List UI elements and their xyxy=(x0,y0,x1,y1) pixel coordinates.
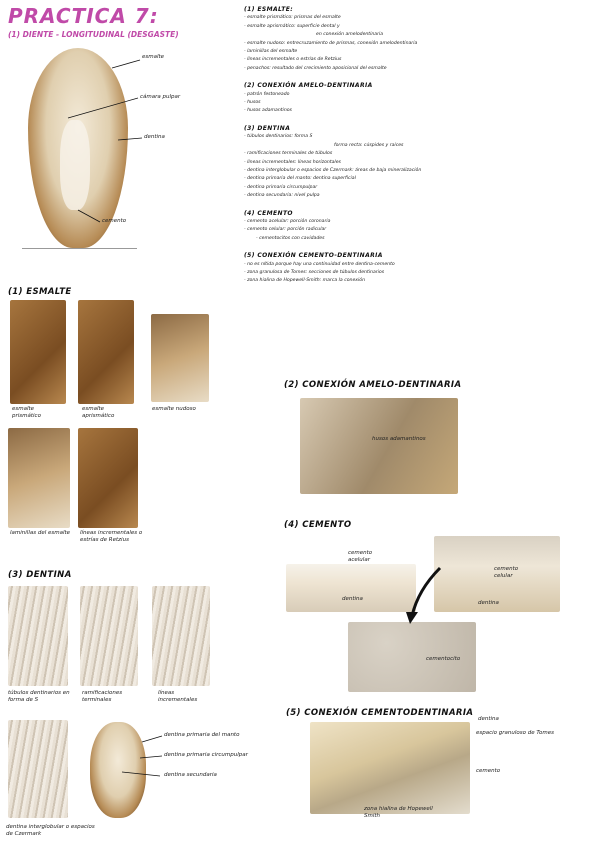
tooth-longitudinal-image xyxy=(20,40,140,250)
label-dentina-secundaria: dentina secundaria xyxy=(164,772,217,778)
notes-dentina-heading: (3) DENTINA xyxy=(244,124,291,132)
caption-esmalte-aprismatico: esmalte aprismático xyxy=(82,406,115,419)
caption-dentina-interglobular: dentina interglobular o espacios de Czer… xyxy=(6,824,95,837)
caption-tubulos-s: túbulos dentinarios en forma de S xyxy=(8,690,70,703)
notes-item: - ramificaciones terminales de túbulos xyxy=(244,151,333,157)
notes-item: - husos adamantinos xyxy=(244,108,292,114)
label-dentina-celular: dentina xyxy=(478,600,499,606)
label-cementocito: cementocito xyxy=(426,656,461,662)
label-camara-pulpar: cámara pulpar xyxy=(140,94,181,100)
laminillas-image xyxy=(8,428,70,528)
notes-item: - dentina primaria circumpulpar xyxy=(244,184,318,190)
notes-item: - líneas incrementales: líneas horizonta… xyxy=(244,159,341,165)
notes-item: - penachos: resultado del crecimiento ap… xyxy=(244,65,387,71)
label-cemento: cemento xyxy=(102,218,127,224)
notes-item: - túbulos dentinarios: forma S xyxy=(244,134,313,140)
section-title: (1) DIENTE - LONGITUDINAL (DESGASTE) xyxy=(8,30,179,39)
tooth-dentin-layers-image xyxy=(90,722,146,818)
notes-item: - esmalte nudoso: entrecruzamiento de pr… xyxy=(244,40,418,46)
notes-conexion-ad-heading: (2) CONEXIÓN AMELO-DENTINARIA xyxy=(244,82,373,90)
estrias-retzius-image xyxy=(78,428,138,528)
dentina-heading: (3) DENTINA xyxy=(8,570,72,580)
caption-laminillas: laminillas del esmalte xyxy=(10,530,71,536)
notes-item: forma recta: cúspides y raíces xyxy=(334,142,404,148)
notes-item: - husos xyxy=(244,100,261,106)
notes-item: - cementocitos con cavidades xyxy=(256,235,325,241)
notes-item: - esmalte prismático: prismas del esmalt… xyxy=(244,15,341,21)
notes-item: - zona hialina de Hopewell-Smith: marca … xyxy=(244,278,365,284)
notes-block: (1) ESMALTE: - esmalte prismático: prism… xyxy=(244,6,574,286)
label-husos-adamantinos: husos adamantinos xyxy=(372,436,426,442)
caption-ramificaciones: ramificaciones terminales xyxy=(82,690,123,703)
notes-item: - dentina interglobular o espacios de Cz… xyxy=(244,167,422,173)
cemento-heading: (4) CEMENTO xyxy=(284,520,352,530)
esmalte-heading: (1) ESMALTE xyxy=(8,287,72,297)
label-dentina-circumpulpar: dentina primaria circumpulpar xyxy=(164,752,248,758)
notes-cemento-heading: (4) CEMENTO xyxy=(244,209,293,217)
label-cemento-celular: cemento celular xyxy=(494,566,519,579)
notes-item: - esmalte aprismático: superficie dental… xyxy=(244,23,340,29)
label-dentina: dentina xyxy=(144,134,165,140)
cementocito-image xyxy=(348,622,476,692)
cemento-acelular-image xyxy=(286,564,416,612)
caption-estrias: líneas incrementales o estrías de Retziu… xyxy=(80,530,143,543)
caption-esmalte-prismatico: esmalte prismático xyxy=(12,406,41,419)
lineas-incrementales-image xyxy=(152,586,210,686)
esmalte-prismatico-image xyxy=(10,300,66,404)
caption-lineas-incrementales: líneas incrementales xyxy=(158,690,198,703)
cemento-celular-image xyxy=(434,536,560,612)
notes-item: - dentina secundaria: nivel pulpa xyxy=(244,193,320,199)
conexion-cd-heading: (5) CONEXIÓN CEMENTODENTINARIA xyxy=(286,708,474,718)
notes-item: - laminillas del esmalte xyxy=(244,49,298,55)
divider xyxy=(22,248,137,249)
conexion-ad-image xyxy=(300,398,458,494)
notes-item: - patrón festoneado xyxy=(244,91,290,97)
notes-item: en conexión amelodentinaria xyxy=(316,32,384,38)
conexion-ad-heading: (2) CONEXIÓN AMELO-DENTINARIA xyxy=(284,380,462,390)
label-cemento-acelular: cemento acelular xyxy=(348,550,373,563)
dentina-interglobular-image xyxy=(8,720,68,818)
ramificaciones-image xyxy=(80,586,138,686)
caption-esmalte-nudoso: esmalte nudoso xyxy=(152,406,196,412)
label-espacio-tomes: espacio granuloso de Tomes xyxy=(476,730,555,736)
tubulos-s-image xyxy=(8,586,68,686)
notes-item: - cemento acelular: porción coronaria xyxy=(244,218,331,224)
label-dentina-cd: dentina xyxy=(478,716,499,722)
notes-item: - no es nítida porque hay una continuida… xyxy=(244,261,395,267)
label-zona-hialina: zona hialina de Hopewell Smith xyxy=(364,806,433,819)
notes-item: - dentina primaria del manto: dentina su… xyxy=(244,176,356,182)
label-dentina-acelular: dentina xyxy=(342,596,363,602)
notes-item: - líneas incrementales o estrías de Retz… xyxy=(244,57,342,63)
page-title: PRACTICA 7: xyxy=(8,4,159,28)
notes-item: - zona granulosa de Tomes: secciones de … xyxy=(244,269,385,275)
esmalte-aprismatico-image xyxy=(78,300,134,404)
notes-esmalte-heading: (1) ESMALTE: xyxy=(244,6,294,13)
label-cemento-cd: cemento xyxy=(476,768,501,774)
label-esmalte: esmalte xyxy=(142,54,165,60)
label-dentina-manto: dentina primaria del manto xyxy=(164,732,240,738)
esmalte-nudoso-image xyxy=(151,314,209,402)
notes-item: - cemento celular: porción radicular xyxy=(244,227,327,233)
notes-conexion-cd-heading: (5) CONEXIÓN CEMENTO-DENTINARIA xyxy=(244,252,383,260)
conexion-cd-image xyxy=(310,722,470,814)
